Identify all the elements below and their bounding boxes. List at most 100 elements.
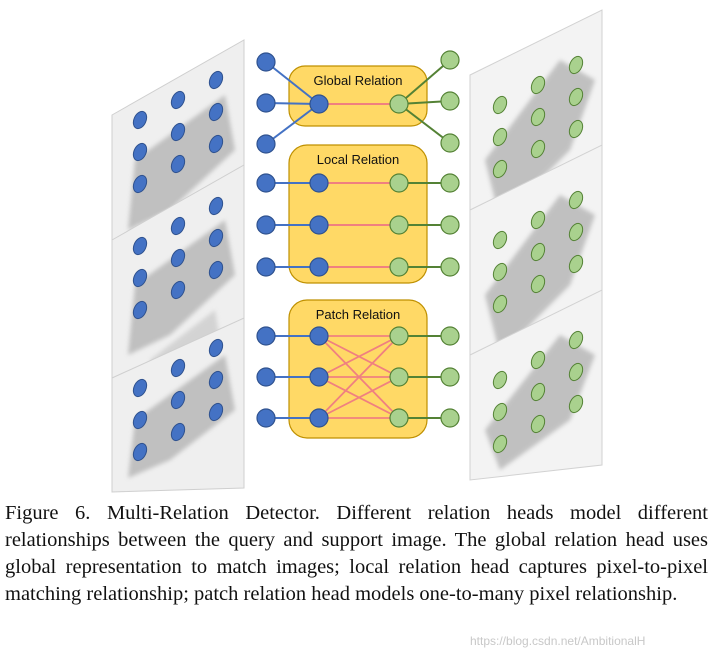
local-support-node: [389, 257, 409, 277]
query-feature-dot: [132, 300, 148, 320]
patch-query-node: [309, 326, 329, 346]
global-support-output-node: [440, 133, 460, 153]
support-feature-dot: [530, 75, 546, 95]
query-feature-dot: [132, 378, 148, 398]
query-feature-dot: [208, 196, 224, 216]
query-feature-dot: [170, 216, 186, 236]
support-feature-dot: [492, 127, 508, 147]
support-feature-dot: [530, 350, 546, 370]
support-feature-dot: [568, 254, 584, 274]
support-feature-dot: [492, 370, 508, 390]
global-support-edge: [398, 103, 451, 144]
query-feature-dot: [208, 370, 224, 390]
local-query-node: [309, 215, 329, 235]
query-feature-dot: [170, 280, 186, 300]
query-feature-dot: [170, 90, 186, 110]
nodes-layer: [132, 50, 584, 462]
support-feature-dot: [568, 87, 584, 107]
query-feature-dot: [132, 174, 148, 194]
query-feature-dot: [208, 402, 224, 422]
support-feature-dot: [492, 294, 508, 314]
global-query-edge: [265, 61, 320, 105]
query-feature-dot: [208, 70, 224, 90]
query-feature-dot: [132, 268, 148, 288]
patch-support-output-node: [440, 408, 460, 428]
local-query-input-node: [256, 173, 276, 193]
query-feature-dot: [132, 110, 148, 130]
local-support-node: [389, 173, 409, 193]
support-feature-dot: [492, 434, 508, 454]
support-feature-dot: [492, 402, 508, 422]
query-feature-dot: [170, 154, 186, 174]
support-feature-dot: [530, 274, 546, 294]
patch-relation-title: Patch Relation: [316, 307, 401, 322]
local-support-node: [389, 215, 409, 235]
support-feature-dot: [530, 139, 546, 159]
query-feature-dot: [208, 102, 224, 122]
query-feature-dot: [132, 410, 148, 430]
global-query-input-node: [256, 52, 276, 72]
query-feature-dot: [208, 338, 224, 358]
query-feature-dot: [132, 142, 148, 162]
query-feature-dot: [170, 248, 186, 268]
support-feature-dot: [568, 119, 584, 139]
query-feature-dot: [208, 228, 224, 248]
query-feature-dot: [170, 422, 186, 442]
query-feature-dot: [170, 390, 186, 410]
global-query-edge: [265, 103, 320, 145]
global-query-input-node: [256, 134, 276, 154]
local-query-input-node: [256, 257, 276, 277]
local-query-node: [309, 257, 329, 277]
local-support-output-node: [440, 215, 460, 235]
support-feature-dot: [492, 159, 508, 179]
global-support-output-node: [440, 50, 460, 70]
support-feature-dot: [568, 55, 584, 75]
patch-support-node: [389, 408, 409, 428]
patch-query-node: [309, 367, 329, 387]
support-feature-dot: [530, 414, 546, 434]
local-query-node: [309, 173, 329, 193]
support-feature-dot: [530, 210, 546, 230]
local-support-output-node: [440, 173, 460, 193]
support-feature-dot: [568, 222, 584, 242]
support-feature-dot: [568, 190, 584, 210]
figure-caption: Figure 6. Multi-Relation Detector. Diffe…: [5, 502, 708, 605]
patch-relation-edge: [318, 335, 400, 378]
global-relation-title: Global Relation: [314, 73, 403, 88]
query-feature-dot: [208, 134, 224, 154]
support-feature-dot: [492, 262, 508, 282]
watermark: https://blog.csdn.net/AmbitionalH: [470, 634, 646, 648]
local-relation-title: Local Relation: [317, 152, 399, 167]
patch-support-output-node: [440, 367, 460, 387]
local-support-output-node: [440, 257, 460, 277]
global-support-node: [389, 94, 409, 114]
query-feature-dot: [132, 236, 148, 256]
patch-relation-edge: [318, 376, 400, 419]
query-feature-dot: [170, 358, 186, 378]
support-feature-dot: [568, 362, 584, 382]
support-feature-dot: [492, 230, 508, 250]
query-feature-dot: [170, 122, 186, 142]
support-feature-dot: [530, 242, 546, 262]
global-query-node: [309, 94, 329, 114]
global-support-output-node: [440, 91, 460, 111]
multi-relation-diagram: Global Relation Local Relation Patch Rel…: [111, 9, 603, 493]
patch-relation-edge: [318, 335, 400, 419]
support-feature-dot: [492, 95, 508, 115]
support-feature-dot: [568, 394, 584, 414]
patch-query-node: [309, 408, 329, 428]
global-support-edge: [398, 59, 451, 105]
support-feature-dot: [530, 382, 546, 402]
patch-query-input-node: [256, 326, 276, 346]
patch-support-output-node: [440, 326, 460, 346]
query-feature-dot: [208, 260, 224, 280]
support-feature-dot: [530, 107, 546, 127]
query-feature-dot: [132, 442, 148, 462]
local-query-input-node: [256, 215, 276, 235]
patch-query-input-node: [256, 408, 276, 428]
patch-support-node: [389, 367, 409, 387]
support-feature-dot: [568, 330, 584, 350]
global-query-input-node: [256, 93, 276, 113]
patch-support-node: [389, 326, 409, 346]
patch-query-input-node: [256, 367, 276, 387]
